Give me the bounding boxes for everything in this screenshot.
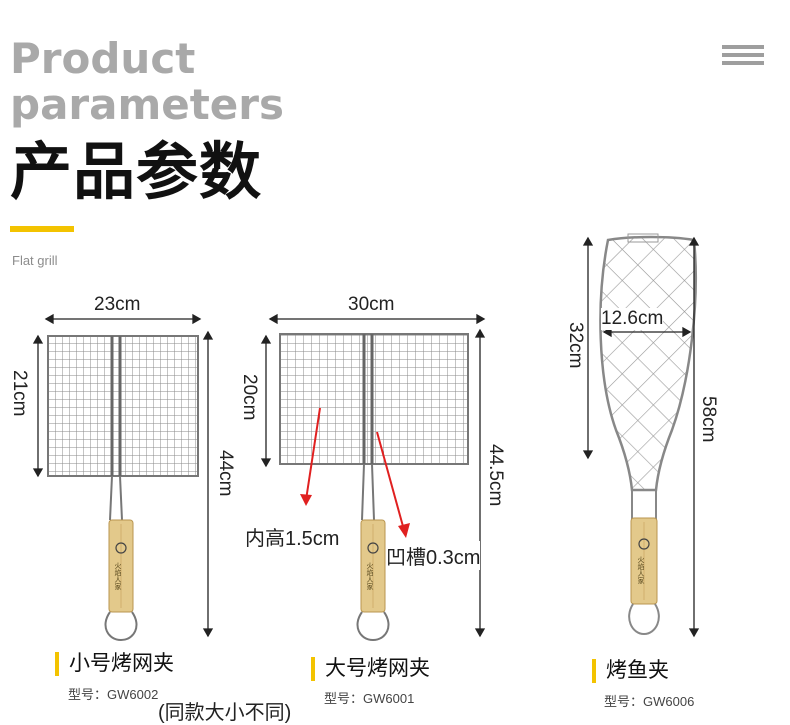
title-en-line1: Product bbox=[10, 34, 196, 83]
small-width-label: 23cm bbox=[94, 294, 141, 315]
small-length-label: 44cm bbox=[215, 450, 236, 497]
large-grill-dimension-lines bbox=[260, 313, 486, 638]
small-height-label: 21cm bbox=[9, 370, 30, 417]
groove-arrow bbox=[376, 431, 410, 538]
handle-brand-large: 火焰人家 bbox=[366, 562, 373, 590]
large-height-label: 20cm bbox=[239, 374, 260, 421]
title-accent-bar bbox=[10, 226, 74, 232]
fish-length-label: 58cm bbox=[698, 396, 719, 443]
small-grill-drawing bbox=[47, 335, 199, 642]
page-title-en: Product parameters bbox=[10, 36, 284, 128]
large-grill-drawing bbox=[279, 333, 469, 642]
small-grill-dimension-lines bbox=[32, 313, 214, 638]
groove-annotation: 凹槽0.3cm bbox=[386, 541, 481, 570]
title-en-line2: parameters bbox=[10, 80, 284, 129]
fish-grill-drawing bbox=[599, 233, 697, 636]
fish-width-label: 12.6cm bbox=[601, 308, 664, 330]
handle-brand-fish: 火焰人家 bbox=[637, 556, 644, 584]
product-model-large: 型号：GW6001 bbox=[324, 691, 415, 706]
product-name-fish: 烤鱼夹 bbox=[592, 659, 669, 683]
menu-icon[interactable] bbox=[722, 45, 764, 67]
inner-height-annotation: 内高1.5cm bbox=[245, 522, 340, 551]
product-model-small: 型号：GW6002 bbox=[68, 687, 159, 702]
page-title-cn: 产品参数 bbox=[10, 135, 263, 208]
fish-grill-dimension-lines bbox=[582, 236, 700, 638]
large-length-label: 44.5cm bbox=[485, 444, 506, 507]
product-model-fish: 型号：GW6006 bbox=[604, 694, 695, 709]
handle-brand-small: 火焰人家 bbox=[114, 562, 121, 590]
product-name-large: 大号烤网夹 bbox=[311, 657, 430, 681]
inner-height-arrow bbox=[300, 407, 321, 506]
subtitle: Flat grill bbox=[12, 253, 58, 268]
product-name-small: 小号烤网夹 bbox=[55, 652, 174, 676]
large-width-label: 30cm bbox=[348, 294, 395, 315]
size-note: (同款大小不同) bbox=[158, 702, 292, 724]
fish-height-label: 32cm bbox=[565, 322, 586, 369]
